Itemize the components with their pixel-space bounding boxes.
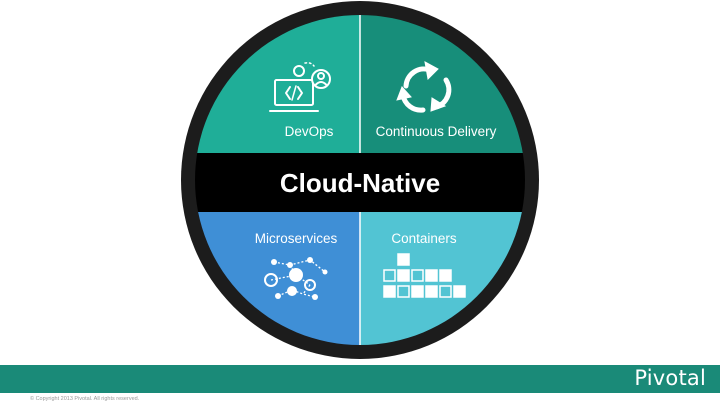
- label-containers: Containers: [391, 231, 457, 246]
- copyright-notice: © Copyright 2013 Pivotal. All rights res…: [30, 396, 140, 402]
- label-devops: DevOps: [285, 124, 334, 139]
- container-blocks-icon: [383, 253, 466, 298]
- footer-bar: Pivotal: [0, 365, 720, 393]
- label-microservices: Microservices: [255, 231, 338, 246]
- cycle-arrows-icon: [396, 61, 452, 113]
- network-nodes-icon: [264, 257, 328, 300]
- cloud-native-diagram: DevOps Continuous Delivery Cloud-Native …: [181, 1, 539, 359]
- center-band: [195, 153, 525, 212]
- brand-logo-text: Pivotal: [634, 366, 706, 390]
- laptop-code-icon: [269, 62, 331, 112]
- label-continuous-delivery: Continuous Delivery: [376, 124, 497, 139]
- center-label: Cloud-Native: [280, 168, 440, 198]
